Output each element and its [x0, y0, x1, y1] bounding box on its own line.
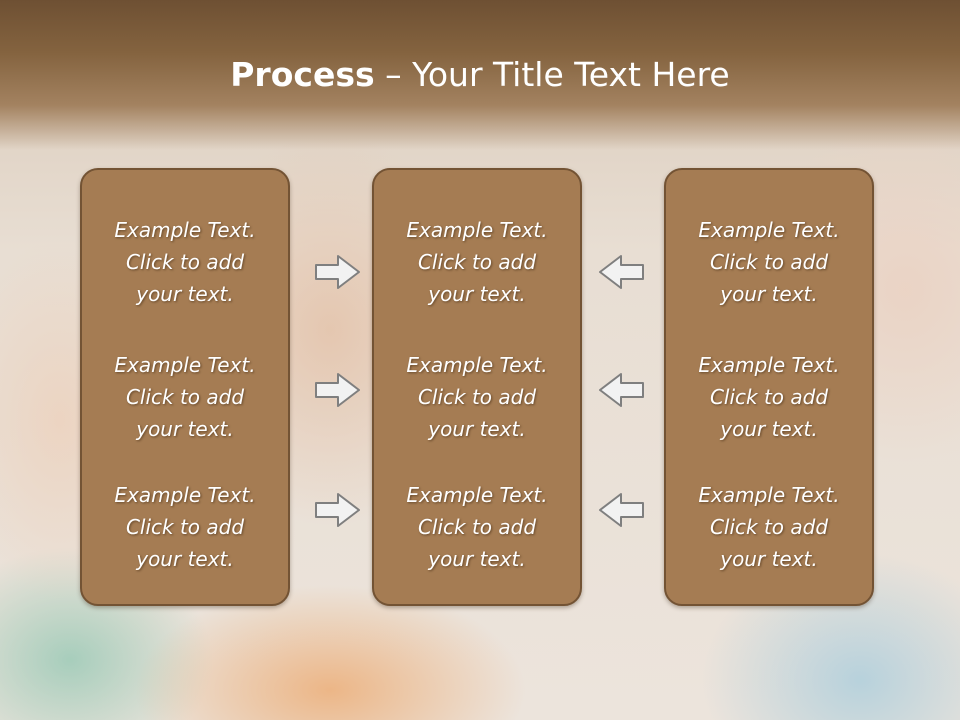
panel-text-block[interactable]: Example Text. Click to add your text.: [666, 349, 872, 445]
panel-text-block[interactable]: Example Text. Click to add your text.: [82, 349, 288, 445]
process-panel-left[interactable]: Example Text. Click to add your text. Ex…: [80, 168, 290, 606]
panel-text-block[interactable]: Example Text. Click to add your text.: [82, 479, 288, 575]
text-line: your text.: [136, 547, 234, 571]
arrow-right-icon: [315, 255, 360, 289]
slide-title[interactable]: Process – Your Title Text Here: [0, 52, 960, 98]
text-line: your text.: [428, 282, 526, 306]
arrow-right-icon: [315, 373, 360, 407]
title-rest: – Your Title Text Here: [374, 55, 730, 94]
text-line: Click to add: [417, 515, 537, 539]
panel-text-block[interactable]: Example Text. Click to add your text.: [374, 349, 580, 445]
text-line: Click to add: [125, 515, 245, 539]
process-panel-right[interactable]: Example Text. Click to add your text. Ex…: [664, 168, 874, 606]
text-line: your text.: [720, 547, 818, 571]
text-line: Click to add: [125, 385, 245, 409]
text-line: Example Text.: [114, 353, 256, 377]
panel-text-block[interactable]: Example Text. Click to add your text.: [374, 214, 580, 310]
arrow-left-icon: [599, 255, 644, 289]
text-line: Example Text.: [698, 483, 840, 507]
title-bar: [0, 0, 960, 150]
panel-text-block[interactable]: Example Text. Click to add your text.: [82, 214, 288, 310]
text-line: Click to add: [709, 515, 829, 539]
text-line: Example Text.: [406, 218, 548, 242]
text-line: your text.: [720, 282, 818, 306]
text-line: Example Text.: [114, 218, 256, 242]
text-line: your text.: [428, 417, 526, 441]
title-bold: Process: [230, 55, 375, 94]
text-line: Example Text.: [406, 353, 548, 377]
panel-text-block[interactable]: Example Text. Click to add your text.: [374, 479, 580, 575]
text-line: your text.: [720, 417, 818, 441]
text-line: Example Text.: [406, 483, 548, 507]
panel-text-block[interactable]: Example Text. Click to add your text.: [666, 479, 872, 575]
text-line: Click to add: [417, 385, 537, 409]
panel-text-block[interactable]: Example Text. Click to add your text.: [666, 214, 872, 310]
text-line: Example Text.: [114, 483, 256, 507]
text-line: Click to add: [709, 250, 829, 274]
text-line: Click to add: [417, 250, 537, 274]
arrow-left-icon: [599, 373, 644, 407]
text-line: Click to add: [709, 385, 829, 409]
process-panel-center[interactable]: Example Text. Click to add your text. Ex…: [372, 168, 582, 606]
text-line: Example Text.: [698, 353, 840, 377]
text-line: your text.: [136, 282, 234, 306]
arrow-left-icon: [599, 493, 644, 527]
text-line: your text.: [428, 547, 526, 571]
text-line: Click to add: [125, 250, 245, 274]
arrow-right-icon: [315, 493, 360, 527]
text-line: your text.: [136, 417, 234, 441]
text-line: Example Text.: [698, 218, 840, 242]
